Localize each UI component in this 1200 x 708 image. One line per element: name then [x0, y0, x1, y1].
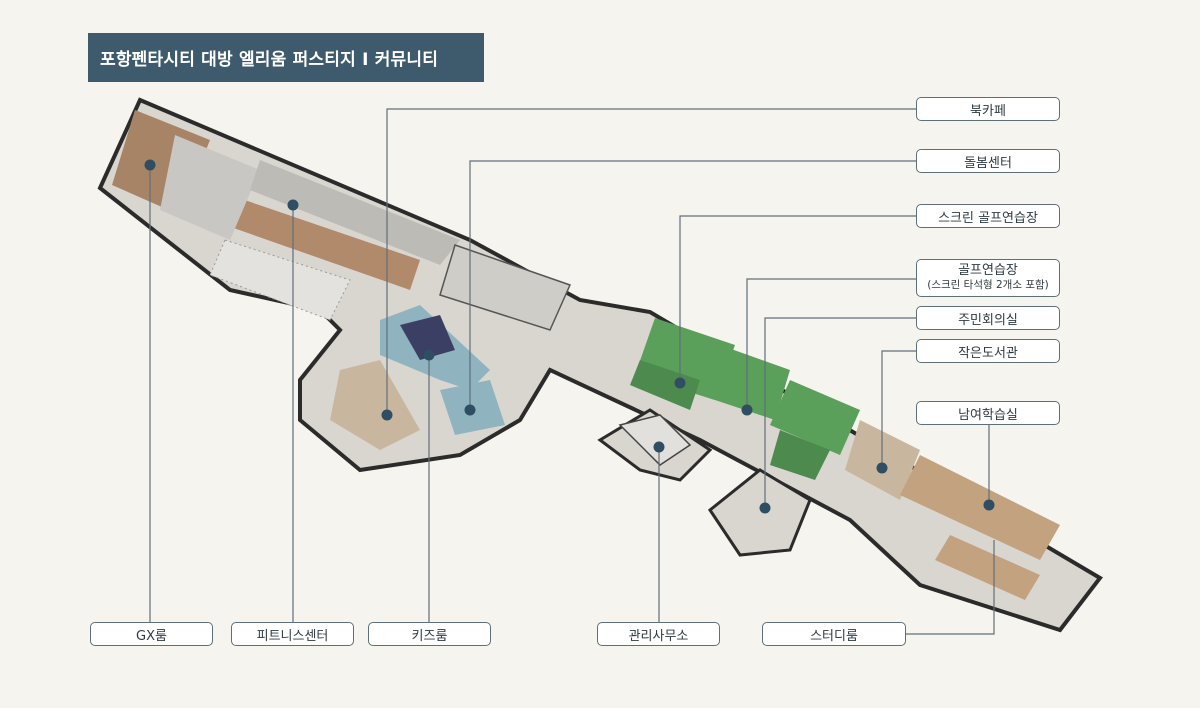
office-area [618, 414, 692, 466]
label-golf-range: 골프연습장 (스크린 타석형 2개소 포함) [916, 259, 1060, 297]
label-gx-room: GX룸 [90, 622, 213, 646]
label-small-library: 작은도서관 [916, 339, 1060, 363]
label-care-center: 돌봄센터 [916, 149, 1060, 173]
kids-marker [423, 349, 435, 361]
resident-meeting-marker [759, 502, 771, 514]
gx-room-area [112, 110, 420, 290]
label-study-room: 스터디룸 [762, 622, 906, 646]
markers [144, 159, 995, 514]
office-marker [653, 441, 665, 453]
care-center-marker [464, 404, 476, 416]
screen-golf-marker [674, 377, 686, 389]
label-screen-golf: 스크린 골프연습장 [916, 204, 1060, 228]
fitness-marker [287, 199, 299, 211]
label-resident-meeting: 주민회의실 [916, 306, 1060, 330]
label-golf-range-main: 골프연습장 [958, 263, 1018, 278]
label-management-office: 관리사무소 [597, 622, 720, 646]
label-study-hall: 남여학습실 [916, 401, 1060, 425]
gx-room-marker [144, 159, 156, 171]
study-hall-marker [983, 499, 995, 511]
page-title: 포항펜타시티 대방 엘리움 퍼스티지 Ⅰ 커뮤니티 [88, 33, 484, 82]
study-hall-area [900, 455, 1060, 600]
golf-area [630, 318, 860, 480]
label-kids-room: 키즈룸 [368, 622, 491, 646]
library-marker [876, 462, 888, 474]
fitness-area [209, 160, 460, 321]
label-fitness-center: 피트니스센터 [231, 622, 354, 646]
label-golf-range-sub: (스크린 타석형 2개소 포함) [927, 279, 1049, 291]
golf-range-marker [741, 404, 753, 416]
leader-lines [149, 108, 995, 635]
care-center-area [439, 244, 572, 331]
book-cafe-marker [381, 409, 393, 421]
label-book-cafe: 북카페 [916, 97, 1060, 121]
kids-area [330, 305, 505, 450]
